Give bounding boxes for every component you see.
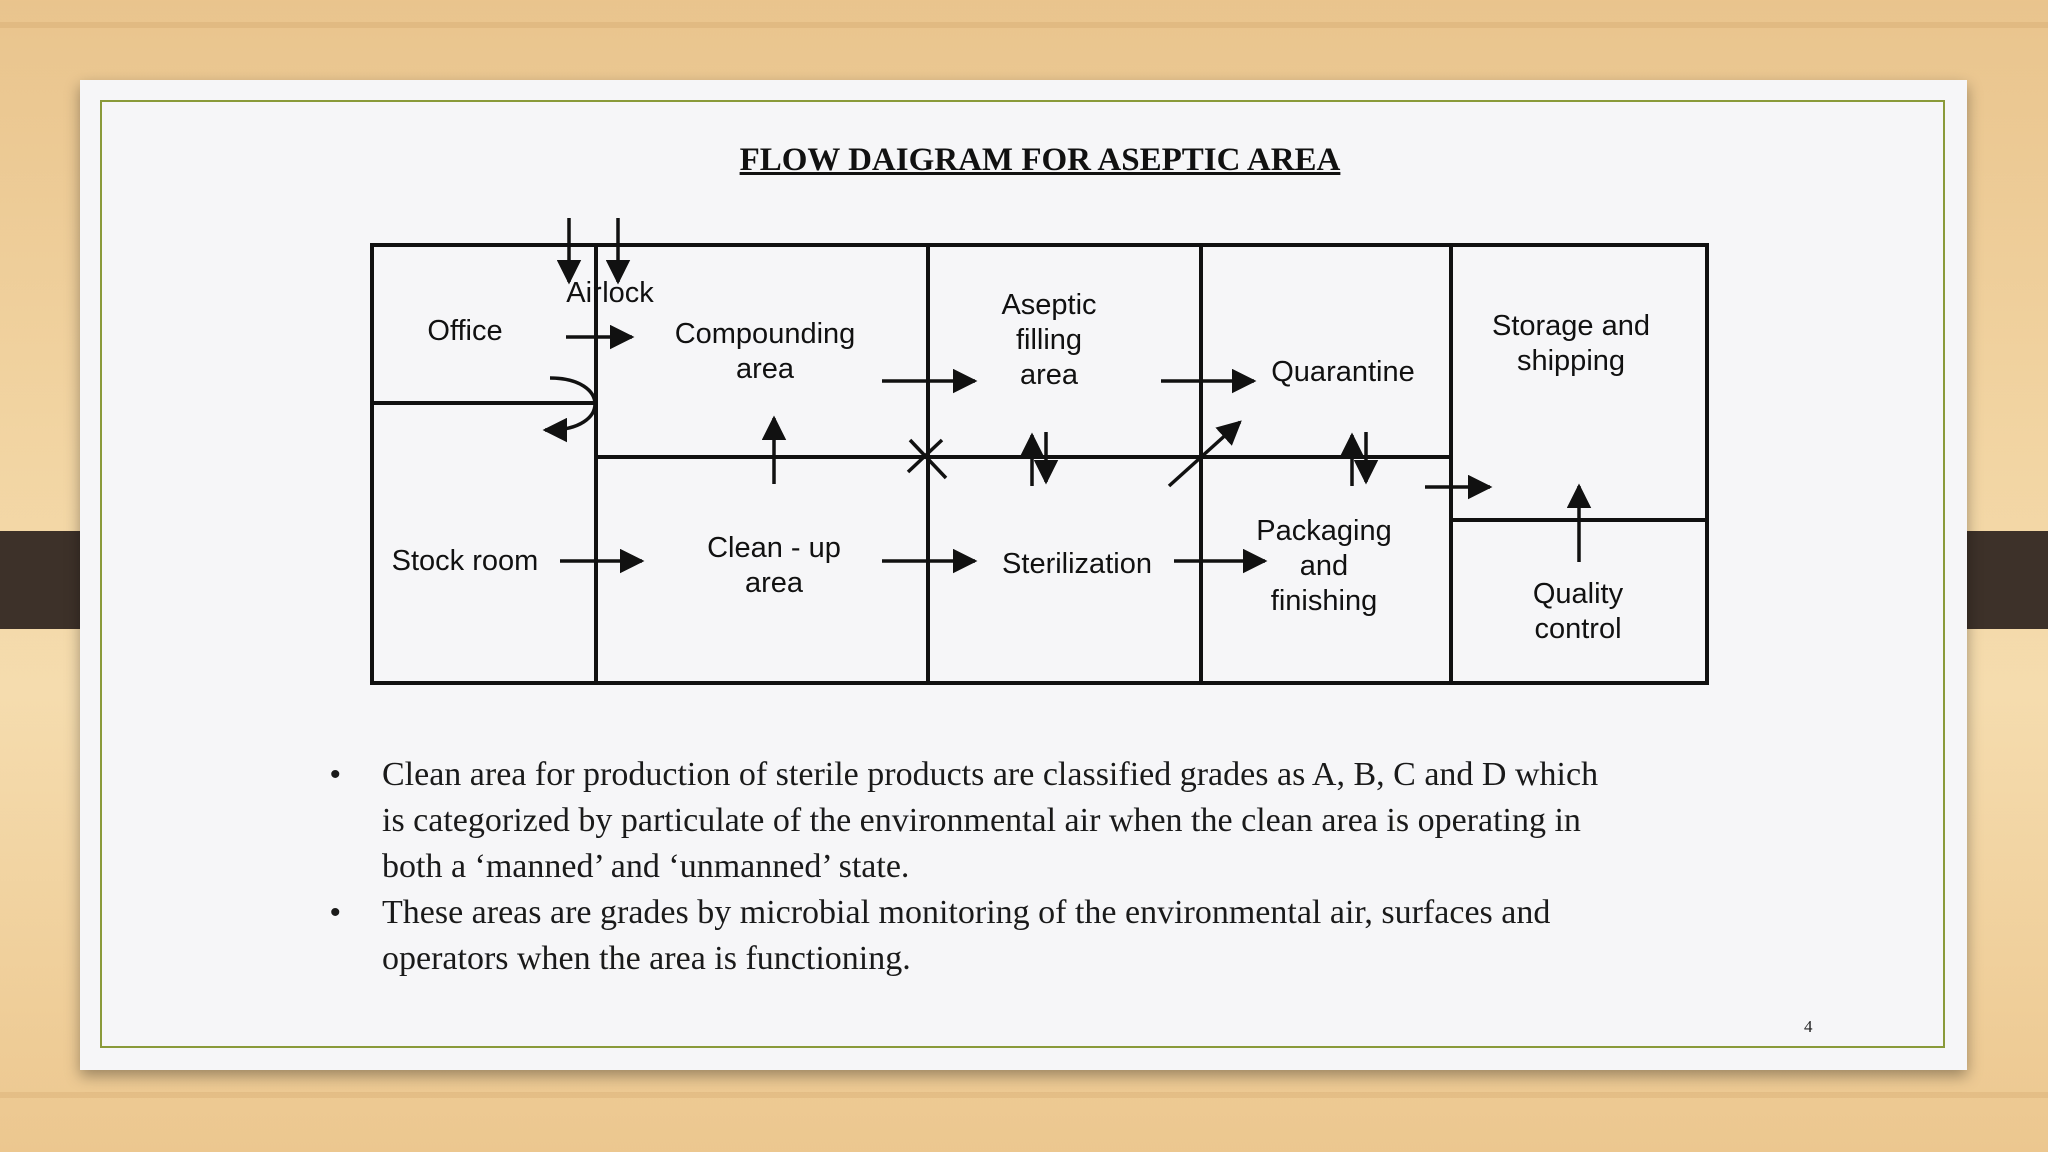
- label-control: control: [1534, 613, 1621, 645]
- slide-frame: [100, 100, 1945, 1048]
- wood-grain: [0, 1092, 2048, 1098]
- label-storage: Storage and: [1492, 310, 1650, 342]
- bullet-line: Clean area for production of sterile pro…: [382, 756, 1599, 793]
- bullet-line: operators when the area is functioning.: [382, 940, 911, 977]
- label-cleanup: Clean - up: [707, 532, 841, 564]
- label-shipping: shipping: [1517, 345, 1625, 377]
- label-packaging: Packaging: [1256, 515, 1391, 547]
- pass-through-diagonal-1: [908, 438, 948, 480]
- label-office: Office: [427, 315, 502, 347]
- bullet-line: is categorized by particulate of the env…: [382, 802, 1581, 839]
- aseptic-flow-diagram: Office Air lock Compounding area Aseptic…: [370, 218, 1709, 685]
- label-aseptic-area: area: [1020, 359, 1079, 391]
- wood-grain: [0, 22, 2048, 28]
- slide-title: FLOW DAIGRAM FOR ASEPTIC AREA: [739, 142, 1341, 178]
- bullet-dot-icon: •: [330, 758, 341, 791]
- label-quarantine: Quarantine: [1271, 356, 1415, 388]
- pass-through-diagonal-2: [906, 438, 944, 474]
- label-lock: lock: [602, 277, 654, 309]
- page-number: 4: [1804, 1017, 1813, 1036]
- label-and: and: [1300, 550, 1348, 582]
- bullet-dot-icon: •: [330, 896, 341, 929]
- label-cleanup-area: area: [745, 567, 804, 599]
- bullet-line: both a ‘manned’ and ‘unmanned’ state.: [382, 848, 910, 885]
- label-finishing: finishing: [1271, 585, 1377, 617]
- label-air: Air: [566, 277, 602, 309]
- label-aseptic: Aseptic: [1001, 289, 1096, 321]
- diagonal-pass-arrow: [1167, 420, 1242, 488]
- flow-arrows: [542, 218, 1592, 574]
- label-stock-room: Stock room: [392, 545, 539, 577]
- bullet-item: • These areas are grades by microbial mo…: [330, 890, 1730, 982]
- label-compounding: Compounding: [675, 318, 856, 350]
- bullet-line: These areas are grades by microbial moni…: [382, 894, 1551, 931]
- office-return-loop: [549, 376, 597, 432]
- bullet-item: • Clean area for production of sterile p…: [330, 752, 1730, 890]
- label-sterilization: Sterilization: [1002, 548, 1152, 580]
- bullet-list: • Clean area for production of sterile p…: [330, 752, 1730, 982]
- label-filling: filling: [1016, 324, 1082, 356]
- label-quality: Quality: [1533, 578, 1624, 610]
- label-compounding-area: area: [736, 353, 795, 385]
